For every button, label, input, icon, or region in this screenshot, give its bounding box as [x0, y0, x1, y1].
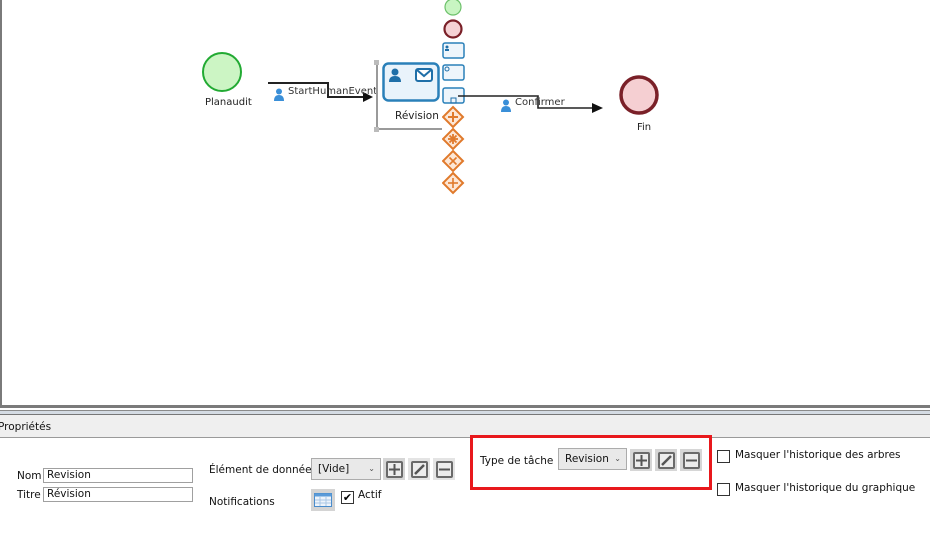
remove-element-button[interactable]	[433, 458, 455, 480]
sequence-flow-start-event[interactable]	[267, 80, 377, 102]
notifications-label: Notifications	[209, 496, 275, 508]
edit-element-button[interactable]	[408, 458, 430, 480]
service-task-icon	[442, 64, 465, 81]
resize-handle[interactable]	[374, 127, 379, 132]
end-event-icon	[443, 19, 463, 39]
chevron-down-icon: ⌄	[614, 454, 621, 463]
edge-label-confirmer: Confirmer	[515, 97, 565, 108]
minus-icon	[685, 459, 697, 461]
properties-title: Propriétés	[0, 421, 52, 433]
element-palette	[442, 0, 465, 195]
masquer-arbres-checkbox[interactable]	[717, 450, 730, 463]
selection-frame	[376, 60, 442, 130]
element-donnees-value: [Vide]	[318, 463, 350, 475]
edge-label-start: StartHumanEvent	[288, 86, 378, 97]
end-event-node[interactable]	[618, 74, 660, 116]
element-donnees-label: Élément de données	[209, 464, 318, 476]
plus-icon	[388, 463, 400, 475]
user-task-icon	[442, 42, 465, 59]
masquer-graphique-label: Masquer l'historique du graphique	[735, 482, 916, 494]
start-event-node[interactable]	[200, 50, 244, 94]
nom-label: Nom	[17, 470, 42, 482]
titre-input[interactable]: Révision	[43, 487, 193, 502]
remove-type-tache-button[interactable]	[680, 449, 702, 471]
titre-label: Titre	[17, 489, 41, 501]
edit-type-tache-button[interactable]	[655, 449, 677, 471]
element-donnees-select[interactable]: [Vide] ⌄	[311, 458, 381, 480]
user-task-node[interactable]	[382, 62, 440, 102]
diagram-canvas[interactable]: Planaudit StartHumanEvent Révision	[0, 0, 930, 408]
add-type-tache-button[interactable]	[630, 449, 652, 471]
table-icon	[314, 493, 332, 507]
pencil-icon	[413, 463, 425, 475]
chevron-down-icon: ⌄	[368, 464, 375, 473]
type-tache-select[interactable]: Revision ⌄	[558, 448, 627, 470]
actif-label: Actif	[358, 489, 382, 501]
add-element-button[interactable]	[383, 458, 405, 480]
user-task-label: Révision	[395, 110, 439, 122]
resize-handle[interactable]	[374, 60, 379, 65]
plus-icon	[635, 454, 647, 466]
properties-header[interactable]: Propriétés	[0, 410, 930, 438]
complex-gateway-icon	[442, 127, 465, 151]
pencil-icon	[660, 454, 672, 466]
person-icon	[501, 99, 511, 112]
sequence-flow-confirmer[interactable]	[457, 92, 607, 116]
actif-checkbox[interactable]: ✔	[341, 491, 354, 504]
notifications-button[interactable]	[311, 489, 335, 511]
person-icon	[274, 88, 284, 101]
masquer-arbres-label: Masquer l'historique des arbres	[735, 449, 901, 461]
highlight-box	[470, 435, 712, 490]
inclusive-gateway-icon	[442, 171, 465, 195]
minus-icon	[438, 468, 450, 470]
end-event-label: Fin	[637, 122, 652, 133]
start-event-icon	[444, 0, 462, 16]
masquer-graphique-checkbox[interactable]	[717, 483, 730, 496]
type-tache-value: Revision	[565, 453, 609, 465]
nom-input[interactable]: Revision	[43, 468, 193, 483]
parallel-gateway-icon	[442, 105, 465, 129]
start-event-label: Planaudit	[205, 97, 252, 108]
type-tache-label: Type de tâche	[480, 455, 554, 467]
exclusive-gateway-icon	[442, 149, 465, 173]
